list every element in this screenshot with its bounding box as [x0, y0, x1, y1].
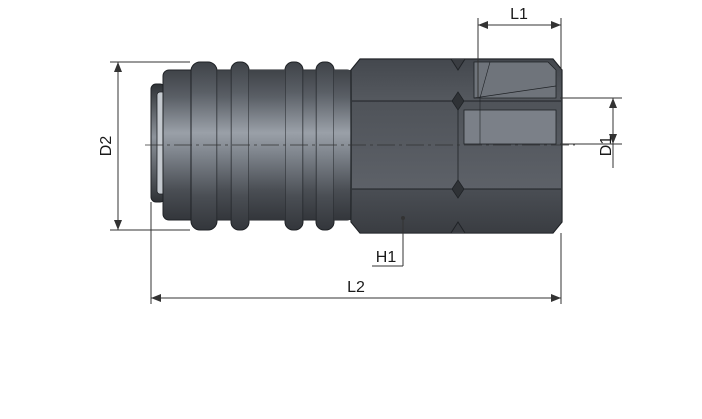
- sleeve-ring: [284, 61, 304, 231]
- dimension-label-l2: L2: [347, 279, 365, 296]
- dimension-h1: H1: [372, 216, 405, 267]
- dimension-d1: D1: [560, 97, 622, 168]
- sleeve-ring: [315, 61, 335, 231]
- dimension-l1: L1: [477, 6, 562, 98]
- sleeve-ring: [190, 61, 218, 231]
- dimension-label-d1: D1: [598, 136, 615, 157]
- coupling-sleeve: [162, 61, 354, 231]
- dimension-l2: L2: [150, 202, 562, 304]
- hex-body: [350, 58, 563, 234]
- dimension-label-h1: H1: [376, 249, 397, 266]
- dimension-label-d2: D2: [98, 136, 115, 157]
- dimension-label-l1: L1: [510, 6, 528, 23]
- dimension-d2: D2: [98, 61, 190, 231]
- sleeve-ring: [230, 61, 250, 231]
